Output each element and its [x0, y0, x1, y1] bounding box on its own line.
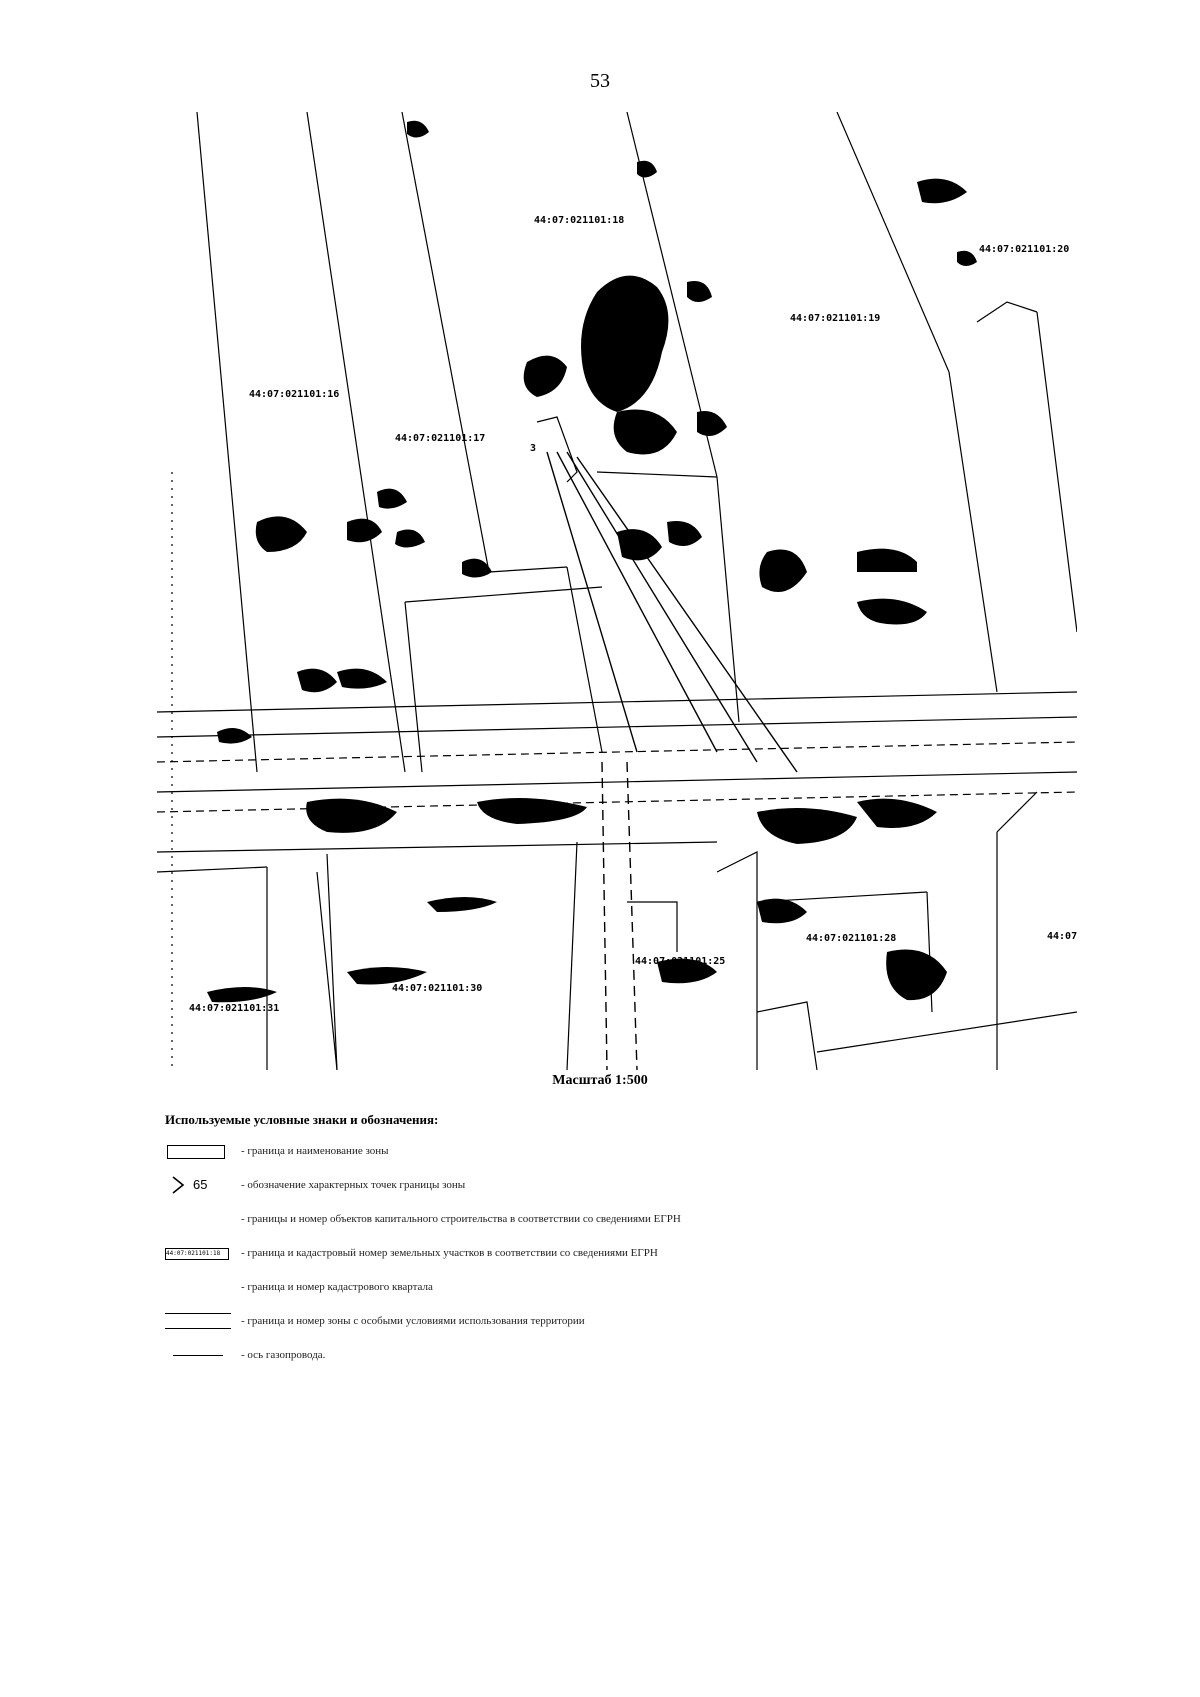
legend-text: - граница и номер зоны с особыми условия… [241, 1315, 585, 1327]
legend-item-special-zone: - граница и номер зоны с особыми условия… [165, 1304, 1065, 1338]
zone-boundary-icon [165, 1139, 235, 1163]
legend-text: - граница и кадастровый номер земельных … [241, 1247, 658, 1259]
parcel-label-31: 44:07:021101:31 [189, 1003, 279, 1014]
legend-item-buildings: - границы и номер объектов капитального … [165, 1202, 1065, 1236]
legend-title: Используемые условные знаки и обозначени… [165, 1112, 439, 1127]
parcel-boundaries [157, 112, 1077, 1070]
parcel-boundary-icon: 44:07:021101:18 [165, 1241, 235, 1265]
parcel-label-44: 44:07 [1047, 931, 1077, 942]
parcel-labels: 44:07:021101:18 44:07:021101:19 44:07:02… [189, 215, 1077, 1014]
legend-text: - обозначение характерных точек границы … [241, 1179, 466, 1191]
special-zone-icon [165, 1309, 235, 1333]
gas-pipeline-icon [165, 1343, 235, 1367]
parcel-label-18: 44:07:021101:18 [534, 215, 624, 226]
legend-item-parcels: 44:07:021101:18 - граница и кадастровый … [165, 1236, 1065, 1270]
legend-item-points: 65 - обозначение характерных точек грани… [165, 1168, 1065, 1202]
parcel-label-30: 44:07:021101:30 [392, 983, 482, 994]
parcel-label-20: 44:07:021101:20 [979, 244, 1069, 255]
parcel-label-17: 44:07:021101:17 [395, 433, 485, 444]
legend-text: - граница и номер кадастрового квартала [241, 1281, 433, 1293]
point-label: 3 [530, 443, 536, 454]
legend-item-zone: - граница и наименование зоны [165, 1134, 1065, 1168]
parcel-sample-label: 44:07:021101:18 [165, 1248, 229, 1260]
legend-text: - ось газопровода. [241, 1349, 326, 1361]
parcel-label-28: 44:07:021101:28 [806, 933, 896, 944]
scale-label: Масштаб 1:500 [552, 1073, 648, 1088]
cadastral-map: 44:07:021101:18 44:07:021101:19 44:07:02… [157, 112, 1077, 1070]
gas-pipeline-lines [546, 451, 798, 1070]
page-number: 53 [590, 70, 610, 92]
map-canvas: 44:07:021101:18 44:07:021101:19 44:07:02… [157, 112, 1077, 1070]
parcel-label-25: 44:07:021101:25 [635, 956, 725, 967]
cadastral-quarter-icon [165, 1275, 235, 1299]
legend-item-gas-axis: - ось газопровода. [165, 1338, 1065, 1372]
legend-item-quarter: - граница и номер кадастрового квартала [165, 1270, 1065, 1304]
building-boundary-icon [165, 1207, 235, 1231]
parcel-label-16: 44:07:021101:16 [249, 389, 339, 400]
parcel-label-19: 44:07:021101:19 [790, 313, 880, 324]
legend-text: - граница и наименование зоны [241, 1145, 389, 1157]
boundary-point-icon: 65 [165, 1173, 235, 1197]
point-number: 65 [193, 1177, 208, 1192]
vegetation-layer [207, 120, 977, 1003]
legend: Используемые условные знаки и обозначени… [165, 1112, 1065, 1372]
legend-text: - границы и номер объектов капитального … [241, 1213, 681, 1225]
